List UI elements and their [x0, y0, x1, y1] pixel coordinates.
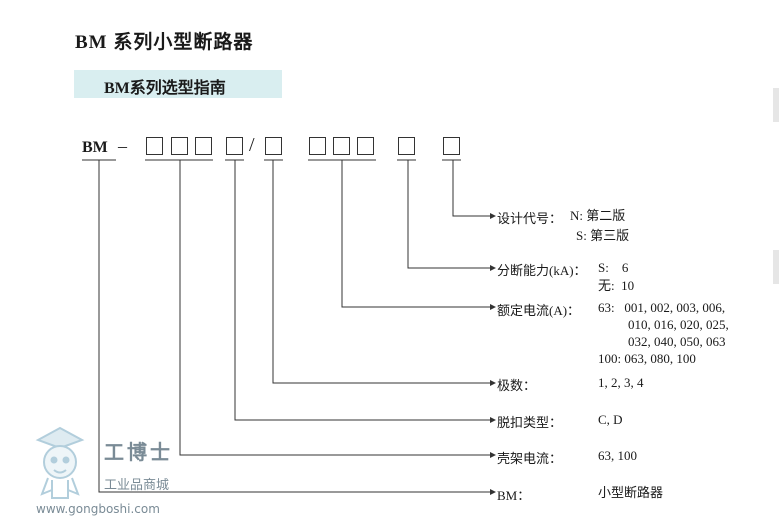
- label-breaking-capacity: 分断能力(kA)：: [497, 263, 587, 278]
- code-box-poles: [265, 137, 282, 155]
- label-frame-current: 壳架电流：: [497, 451, 563, 466]
- model-slash: /: [249, 134, 255, 156]
- value-frame-current: 63, 100: [598, 448, 637, 463]
- value-rated-current-2: 010, 016, 020, 025,: [628, 317, 729, 332]
- label-poles: 极数：: [497, 378, 537, 393]
- code-box-frame-current-2: [171, 137, 188, 155]
- connector-poles: [272, 160, 490, 384]
- code-box-rated-current-3: [357, 137, 374, 155]
- subtitle: BM系列选型指南: [104, 80, 226, 97]
- code-box-design-code: [443, 137, 460, 155]
- value-rated-current-1: 63: 001, 002, 003, 006,: [598, 300, 726, 315]
- arrow-poles: [490, 380, 496, 386]
- code-box-breaking-capacity: [398, 137, 415, 155]
- arrow-bm: [490, 489, 496, 495]
- connector-trip-type: [234, 160, 490, 421]
- arrow-rated-current: [490, 304, 496, 310]
- subtitle-bar: [74, 70, 282, 98]
- page-edge-strip: [773, 250, 779, 284]
- model-dash: –: [118, 136, 127, 156]
- watermark-brand: 工博士: [104, 440, 173, 464]
- connector-frame-current: [179, 160, 490, 456]
- page-edge-strip: [773, 88, 779, 122]
- page-title: BM 系列小型断路器: [75, 32, 254, 53]
- value-design-code-1: N: 第二版: [570, 208, 626, 223]
- code-box-frame-current-1: [146, 137, 163, 155]
- watermark-tagline: 工业品商城: [104, 478, 170, 493]
- label-bm: BM：: [497, 488, 531, 503]
- connector-design-code: [452, 160, 490, 217]
- mascot-logo-icon: [35, 426, 85, 499]
- value-design-code-2: S: 第三版: [576, 228, 630, 243]
- value-breaking-capacity-2: 无: 10: [598, 278, 635, 293]
- value-rated-current-4: 100: 063, 080, 100: [598, 351, 696, 366]
- value-poles: 1, 2, 3, 4: [598, 375, 644, 390]
- arrow-frame-current: [490, 452, 496, 458]
- label-rated-current: 额定电流(A)：: [497, 303, 581, 318]
- label-trip-type: 脱扣类型：: [497, 415, 563, 430]
- model-prefix: BM: [82, 139, 108, 156]
- label-design-code: 设计代号：: [497, 211, 563, 226]
- code-box-frame-current-3: [195, 137, 212, 155]
- code-box-rated-current-1: [309, 137, 326, 155]
- connector-rated-current: [341, 160, 490, 308]
- code-box-trip-type: [226, 137, 243, 155]
- arrow-breaking-capacity: [490, 265, 496, 271]
- value-trip-type: C, D: [598, 412, 623, 427]
- watermark-url: www.gongboshi.com: [36, 502, 160, 516]
- arrow-design-code: [490, 213, 496, 219]
- connector-breaking-capacity: [407, 160, 490, 269]
- code-box-rated-current-2: [333, 137, 350, 155]
- arrow-trip-type: [490, 417, 496, 423]
- value-breaking-capacity-1: S: 6: [598, 260, 629, 275]
- connector-bm: [98, 160, 490, 493]
- value-bm: 小型断路器: [598, 485, 664, 500]
- value-rated-current-3: 032, 040, 050, 063: [628, 334, 726, 349]
